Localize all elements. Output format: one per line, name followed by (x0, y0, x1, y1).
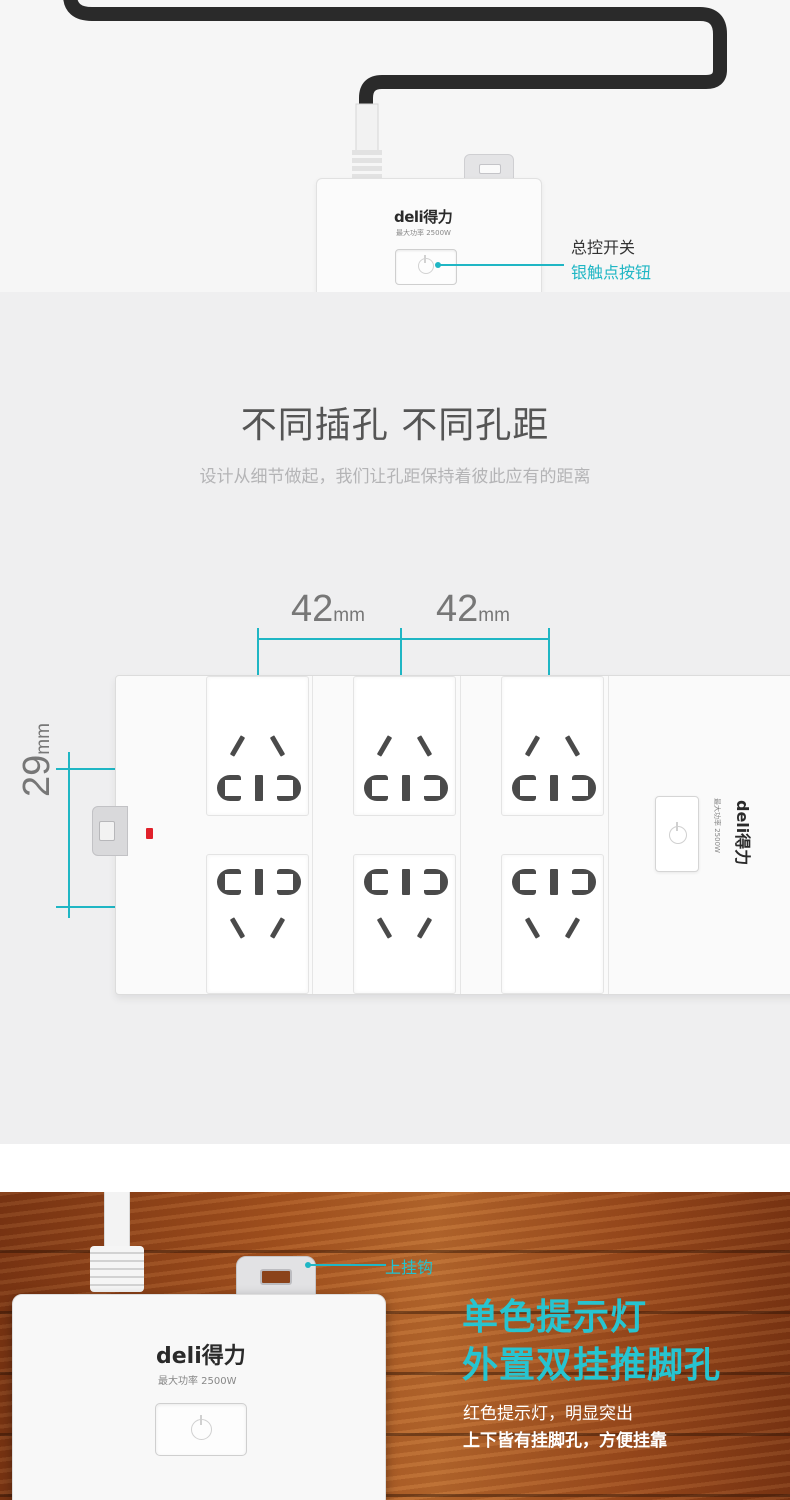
power-icon (669, 822, 687, 844)
description-1: 红色提示灯，明显突出 (463, 1404, 633, 1424)
socket-top-3[interactable] (501, 676, 604, 816)
dimension-line-vertical (68, 752, 70, 918)
power-cable (104, 1192, 130, 1254)
dimension-tick-2 (400, 628, 402, 686)
callout-dot (305, 1262, 311, 1268)
main-power-switch[interactable] (155, 1403, 247, 1456)
cable-strain-relief (90, 1246, 144, 1292)
section-title: 不同插孔 不同孔距 (240, 405, 550, 446)
socket-spacing-section: 不同插孔 不同孔距 设计从细节做起，我们让孔距保持着彼此应有的距离 42mm 4… (0, 292, 790, 1144)
power-spec-label: 最大功率 2500W (158, 1376, 237, 1387)
divider (608, 676, 609, 994)
callout-line (440, 264, 564, 266)
indicator-hook-section: deli得力 最大功率 2500W 上挂钩 单色提示灯 外置双挂推脚孔 红色提示… (0, 1192, 790, 1500)
socket-bottom-3[interactable] (501, 854, 604, 994)
brand-logo: deli得力 (394, 208, 453, 226)
socket-top-1[interactable] (206, 676, 309, 816)
headline-2: 外置双挂推脚孔 (462, 1345, 722, 1386)
socket-bottom-1[interactable] (206, 854, 309, 994)
side-hang-hook (92, 806, 128, 856)
top-product-section: deli得力 最大功率 2500W 总控开关 银触点按钮 (0, 0, 790, 292)
description-2: 上下皆有挂脚孔，方便挂靠 (463, 1431, 667, 1451)
main-power-switch[interactable] (395, 249, 457, 285)
power-spec-label: 最大功率 2500W (396, 229, 451, 237)
dimension-line-horizontal (258, 638, 550, 640)
power-cable (63, 0, 727, 179)
divider (460, 676, 461, 994)
dimension-label-1: 42mm (291, 588, 365, 630)
callout-dot (435, 262, 441, 268)
red-indicator-light (146, 828, 153, 839)
strip-power-spec: 最大功率 2500W (713, 798, 721, 853)
dimension-label-vertical: 29mm (16, 723, 58, 797)
callout-title: 总控开关 (571, 238, 636, 257)
dimension-label-2: 42mm (436, 588, 510, 630)
callout-subtitle: 银触点按钮 (571, 263, 652, 282)
power-icon (191, 1415, 212, 1440)
dimension-tick-3 (548, 628, 550, 686)
socket-top-2[interactable] (353, 676, 456, 816)
brand-logo: deli得力 (156, 1344, 246, 1369)
callout-line (310, 1264, 386, 1266)
section-subtitle: 设计从细节做起，我们让孔距保持着彼此应有的距离 (199, 467, 591, 487)
hook-callout-label: 上挂钩 (385, 1258, 434, 1277)
power-strip-body (12, 1294, 386, 1500)
headline-1: 单色提示灯 (462, 1297, 648, 1338)
strip-brand-logo: deli得力 (733, 800, 752, 866)
divider (312, 676, 313, 994)
power-strip: 最大功率 2500W deli得力 (92, 675, 790, 995)
dimension-tick-1 (257, 628, 259, 686)
power-icon (418, 255, 434, 274)
strip-power-switch[interactable] (655, 796, 699, 872)
socket-bottom-2[interactable] (353, 854, 456, 994)
